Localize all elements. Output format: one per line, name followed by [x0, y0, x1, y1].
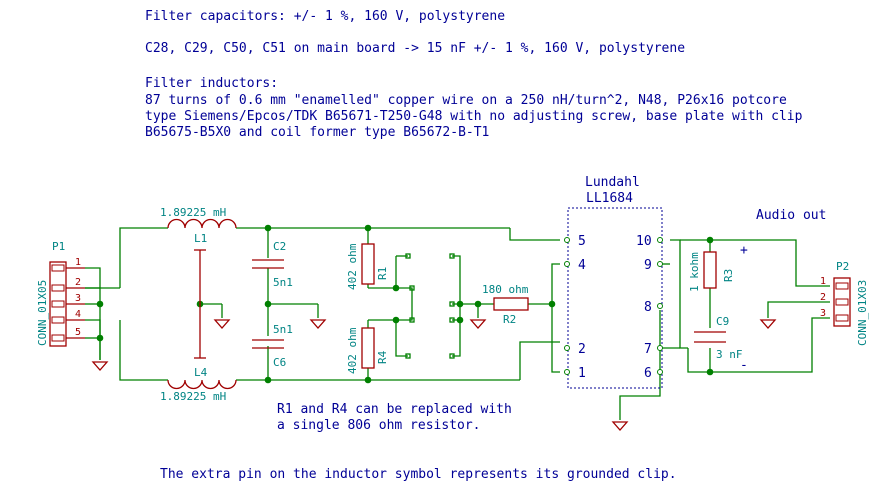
p2-value: CONN_01X03: [856, 280, 869, 346]
t1-pin-4: 4: [578, 258, 586, 273]
connector-p1: 1 2 3 4 5 P1 CONN_01X05: [36, 240, 85, 347]
resistor-r3: R3 1 kohm: [688, 251, 735, 292]
l1-value: 1.89225 mH: [160, 206, 226, 219]
t1-pin-7: 7: [644, 342, 652, 357]
l4-value: 1.89225 mH: [160, 390, 226, 403]
p2-pin-1: 1: [820, 276, 826, 287]
note-main-board: C28, C29, C50, C51 on main board -> 15 n…: [145, 41, 685, 56]
resistor-r2: 180 ohm R2: [482, 283, 529, 326]
r1-ref: R1: [376, 267, 389, 280]
c6-ref: C6: [273, 356, 286, 369]
p1-pin-2: 2: [75, 277, 81, 288]
capacitor-c6: 5n1 C6: [252, 323, 293, 369]
inductor-l1: 1.89225 mH L1: [160, 206, 237, 304]
junctions: [96, 224, 714, 384]
ground-icon: [759, 319, 777, 329]
c6-value: 5n1: [273, 323, 293, 336]
ground-icon: [91, 361, 109, 371]
note-inductors-title: Filter inductors:: [145, 76, 278, 91]
connector-p2: 1 2 3 P2 CONN_01X03: [820, 260, 869, 346]
r2-ref: R2: [503, 313, 516, 326]
notes-block: Filter capacitors: +/- 1 %, 160 V, polys…: [145, 9, 803, 482]
l1-ref: L1: [194, 232, 207, 245]
t1-part: LL1684: [586, 191, 633, 206]
t1-pin-1: 1: [578, 366, 586, 381]
l4-ref: L4: [194, 366, 208, 379]
p1-value: CONN_01X05: [36, 280, 49, 346]
minus-label: -: [740, 358, 748, 373]
r4-value: 402 ohm: [346, 327, 359, 374]
audio-out-label: Audio out: [756, 208, 826, 223]
plus-label: +: [740, 243, 748, 258]
p2-ref: P2: [836, 260, 849, 273]
c9-ref: C9: [716, 315, 729, 328]
t1-pin-10: 10: [636, 234, 652, 249]
wires: [85, 227, 830, 420]
t1-pin-8: 8: [644, 300, 652, 315]
note-replace-line1: R1 and R4 can be replaced with: [277, 402, 512, 417]
c2-ref: C2: [273, 240, 286, 253]
note-caps: Filter capacitors: +/- 1 %, 160 V, polys…: [145, 9, 505, 24]
c2-value: 5n1: [273, 276, 293, 289]
note-inductors-line2: type Siemens/Epcos/TDK B65671-T250-G48 w…: [145, 109, 803, 124]
ground-icon: [469, 319, 487, 329]
r2-value: 180 ohm: [482, 283, 529, 296]
note-replace-line2: a single 806 ohm resistor.: [277, 418, 481, 433]
pin-markers: [405, 253, 455, 359]
r3-ref: R3: [722, 269, 735, 282]
inductor-l4: L4 1.89225 mH: [160, 304, 237, 403]
p2-pin-2: 2: [820, 292, 826, 303]
r1-value: 402 ohm: [346, 243, 359, 290]
ground-icon: [309, 319, 327, 329]
transformer-t1: Lundahl LL1684 5 4 2 1 10 9 8 7 6: [564, 175, 663, 389]
t1-maker: Lundahl: [585, 175, 640, 190]
t1-pin-2: 2: [578, 342, 586, 357]
p1-ref: P1: [52, 240, 65, 253]
resistor-r4: R4 402 ohm: [346, 327, 389, 374]
t1-pin-9: 9: [644, 258, 652, 273]
ground-icon: [611, 421, 629, 431]
c9-value: 3 nF: [716, 348, 743, 361]
r4-ref: R4: [376, 350, 389, 364]
p2-pin-3: 3: [820, 308, 826, 319]
resistor-r1: R1 402 ohm: [346, 243, 389, 290]
t1-pin-5: 5: [578, 234, 586, 249]
note-inductors-line3: B65675-B5X0 and coil former type B65672-…: [145, 125, 489, 140]
capacitor-c9: C9 3 nF: [694, 315, 743, 361]
t1-pin-6: 6: [644, 366, 652, 381]
p1-pin-3: 3: [75, 293, 81, 304]
p1-pin-1: 1: [75, 257, 81, 268]
note-inductors-line1: 87 turns of 0.6 mm "enamelled" copper wi…: [145, 93, 787, 108]
note-footer: The extra pin on the inductor symbol rep…: [160, 467, 677, 482]
ground-icon: [213, 319, 231, 329]
r3-value: 1 kohm: [688, 252, 701, 292]
capacitor-c2: C2 5n1: [252, 240, 293, 289]
p1-pin-4: 4: [75, 309, 81, 320]
ground-symbols: [91, 319, 777, 431]
p1-pin-5: 5: [75, 327, 81, 338]
